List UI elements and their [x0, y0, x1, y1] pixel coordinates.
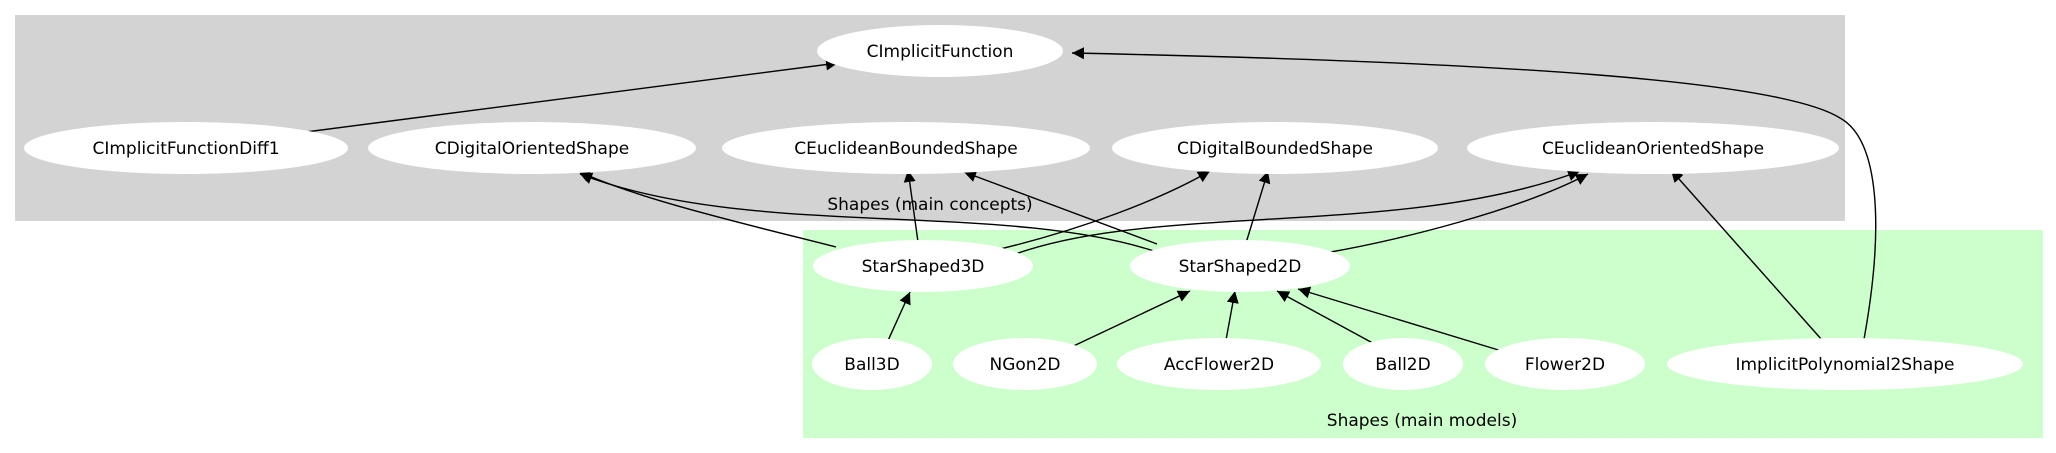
edge-flower2d-to-starshaped2d — [1297, 286, 1506, 353]
edge-cimplicitfunctiondiff1-to-cimplicitfunction — [297, 58, 839, 134]
edge-accflower2d-to-starshaped2d — [1225, 290, 1239, 341]
node-ball2d: Ball2D — [1343, 338, 1463, 390]
edge-ngon2d-to-starshaped2d — [1064, 290, 1191, 351]
node-label: StarShaped2D — [1179, 257, 1302, 277]
cluster-main-concepts-label: Shapes (main concepts) — [827, 195, 1032, 215]
node-implicitpolynomial2shape: ImplicitPolynomial2Shape — [1667, 338, 2023, 390]
node-ngon2d: NGon2D — [953, 338, 1097, 390]
node-cimplicitfunction: CImplicitFunction — [817, 25, 1063, 77]
edge-starshaped3d-to-ceuclideanorientedshape — [999, 169, 1581, 261]
edges — [297, 47, 1877, 353]
node-label: NGon2D — [990, 355, 1061, 375]
edge-implicitpolynomial2shape-to-ceuclideanorientedshape — [1670, 169, 1823, 341]
node-cdigitalboundedshape: CDigitalBoundedShape — [1112, 122, 1438, 174]
node-label: CImplicitFunctionDiff1 — [92, 139, 279, 159]
edge-starshaped3d-to-ceuclideanboundedshape — [903, 169, 919, 243]
edge-starshaped2d-to-cdigitalboundedshape — [1245, 170, 1271, 244]
node-label: CEuclideanOrientedShape — [1542, 139, 1764, 159]
node-label: ImplicitPolynomial2Shape — [1735, 355, 1954, 375]
edge-starshaped3d-to-cdigitalboundedshape — [995, 170, 1211, 251]
node-label: Ball3D — [844, 355, 899, 375]
node-flower2d: Flower2D — [1485, 338, 1645, 390]
edge-starshaped2d-to-cdigitalorientedshape — [579, 172, 1158, 253]
node-label: CImplicitFunction — [867, 42, 1014, 62]
node-label: Flower2D — [1525, 355, 1605, 375]
node-ceuclideanboundedshape: CEuclideanBoundedShape — [722, 122, 1090, 174]
node-label: Ball2D — [1375, 355, 1430, 375]
node-ball3d: Ball3D — [812, 338, 932, 390]
node-label: CDigitalBoundedShape — [1177, 139, 1373, 159]
node-starshaped3d: StarShaped3D — [813, 240, 1033, 292]
cluster-main-models-label: Shapes (main models) — [1327, 411, 1517, 431]
node-starshaped2d: StarShaped2D — [1130, 240, 1350, 292]
node-cdigitalorientedshape: CDigitalOrientedShape — [368, 122, 696, 174]
node-cimplicitfunctiondiff1: CImplicitFunctionDiff1 — [24, 122, 348, 174]
node-label: CDigitalOrientedShape — [435, 139, 629, 159]
edge-ball2d-to-starshaped2d — [1276, 290, 1381, 348]
edge-starshaped2d-to-ceuclideanboundedshape — [963, 170, 1158, 245]
edge-implicitpolynomial2shape-to-cimplicitfunction — [1071, 47, 1877, 351]
node-accflower2d: AccFlower2D — [1117, 338, 1321, 390]
node-ceuclideanorientedshape: CEuclideanOrientedShape — [1467, 122, 1839, 174]
edge-starshaped2d-to-ceuclideanorientedshape — [1324, 173, 1589, 254]
node-label: CEuclideanBoundedShape — [794, 139, 1018, 159]
node-label: StarShaped3D — [862, 257, 985, 277]
edge-ball3d-to-starshaped3d — [885, 291, 911, 346]
node-label: AccFlower2D — [1164, 355, 1274, 375]
